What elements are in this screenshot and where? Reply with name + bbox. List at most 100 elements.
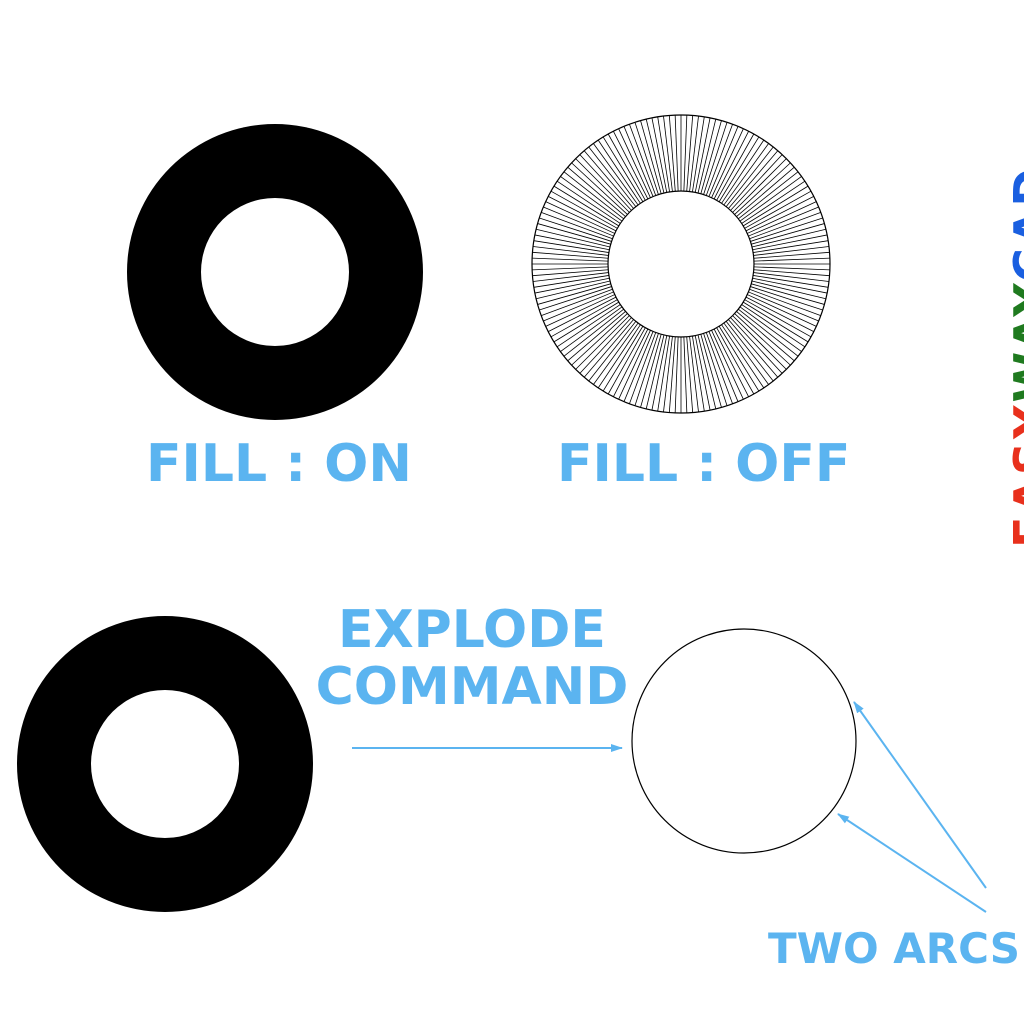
donut-before-explode-shape: [17, 616, 313, 912]
donut-fill-off-spoke: [629, 332, 657, 404]
donut-fill-off-spoke: [534, 234, 610, 251]
donut-fill-off-spoke: [750, 217, 823, 242]
donut-fill-off-spoke: [597, 139, 641, 204]
brand-logo: EASYWAYCAD: [1004, 165, 1024, 548]
donut-fill-off: [531, 114, 831, 414]
donut-fill-off-spoke: [705, 124, 733, 196]
donut-fill-off-spoke: [734, 313, 791, 366]
donut-fill-off-spoke: [629, 124, 657, 196]
explode-label-line1: EXPLODE: [338, 600, 606, 660]
donut-fill-off-spoke: [750, 286, 823, 311]
donut-fill-off-spoke: [571, 162, 628, 215]
donut-fill-off-spoke: [730, 154, 783, 211]
donut-fill-off-spoke: [663, 115, 673, 192]
donut-fill-off-spoke: [736, 311, 795, 362]
donut-fill-off-spoke: [640, 120, 662, 194]
donut-fill-off-spoke: [575, 315, 630, 370]
donut-fill-off-spoke: [725, 146, 774, 207]
donut-fill-off-spoke: [723, 322, 769, 385]
donut-fill-off-spoke: [753, 275, 829, 288]
donut-fill-off-spoke: [732, 158, 787, 213]
donut-fill-off-spoke: [532, 272, 609, 282]
donut-fill-off-spoke: [657, 336, 670, 412]
donut-fill-off-spoke: [539, 286, 612, 311]
donut-fill-off-spoke: [579, 154, 632, 211]
donut-fill-off-spoke: [749, 212, 821, 240]
donut-fill-off-spoke: [713, 131, 749, 200]
donut-fill-off-spoke: [744, 299, 812, 338]
donut-fill-off-spoke: [747, 201, 817, 234]
donut-fill-off-spoke: [651, 117, 668, 193]
donut-fill-off-spoke: [634, 122, 659, 195]
donut-fill-off-spoke: [668, 336, 676, 413]
donut-fill-off-spoke: [711, 128, 744, 198]
donut-fill-off-spoke: [694, 335, 711, 411]
donut-fill-off-spoke: [532, 251, 609, 259]
donut-fill-off-spoke: [721, 139, 765, 204]
donut-fill-off-spoke: [711, 330, 744, 400]
brand-cad: CAD: [1004, 165, 1024, 282]
donut-fill-off-spoke: [588, 146, 637, 207]
donut-fill-off-spoke: [536, 280, 611, 300]
donut-fill-off-spoke: [567, 311, 626, 362]
donut-fill-off-spoke: [663, 336, 673, 413]
donut-fill-off-spoke: [743, 185, 809, 227]
donut-fill-off-spoke: [583, 319, 634, 378]
donut-fill-off-spoke: [730, 317, 783, 374]
donut-fill-off-spoke: [689, 115, 699, 192]
donut-fill-off-spoke: [623, 126, 654, 197]
donut-fill-off-spoke: [700, 120, 722, 194]
donut-fill-off-spoke: [694, 117, 711, 193]
donut-fill-off-spoke: [668, 115, 676, 192]
explode-label-line2: COMMAND: [315, 657, 629, 718]
donut-fill-on: [127, 124, 423, 420]
donut-fill-off-spoke: [533, 240, 609, 253]
donut-fill-off-spoke: [697, 119, 717, 194]
donut-fill-off-spoke: [548, 296, 617, 332]
donut-fill-off-spoke: [683, 115, 688, 192]
donut-fill-off-spoke: [560, 306, 623, 352]
donut-fill-off-spoke: [748, 291, 819, 322]
donut-fill-off-spoke: [563, 171, 624, 220]
donut-fill-off-spoke: [686, 336, 694, 413]
donut-fill-off-spoke: [725, 321, 774, 382]
donut-fill-off-spoke: [623, 331, 654, 402]
donut-fill-off-spoke: [708, 331, 739, 402]
donut-fill-off-spoke: [607, 327, 646, 395]
brand-way: WAY: [1004, 281, 1024, 403]
donut-fill-off-spoke: [736, 166, 795, 217]
donut-fill-off-spoke: [548, 196, 617, 232]
arc-pointer-upper: [853, 701, 987, 889]
donut-fill-off-spoke: [545, 294, 615, 327]
donut-fill-off-spoke: [571, 313, 628, 366]
donut-fill-off-spoke: [550, 190, 618, 229]
donut-fill-off-spoke: [751, 223, 825, 245]
donut-fill-off-spoke: [716, 133, 755, 201]
fill-on-label: FILL : ON: [146, 434, 412, 494]
donut-fill-off-spoke: [618, 128, 651, 198]
donut-fill-off-spoke: [567, 166, 626, 217]
donut-fill-off-spoke: [613, 131, 649, 200]
donut-fill-off-spoke: [686, 115, 694, 192]
donut-fill-off-spoke: [553, 185, 619, 227]
donut-fill-off-spoke: [634, 333, 659, 406]
donut-fill-off-spoke: [749, 288, 821, 316]
donut-fill-off-spoke: [708, 126, 739, 197]
donut-fill-off-spoke: [689, 336, 699, 413]
donut-fill-off-spoke: [753, 269, 830, 277]
donut-fill-off-spoke: [753, 257, 830, 262]
donut-fill-off-spoke: [583, 150, 634, 209]
donut-fill-off-spoke: [593, 143, 639, 206]
donut-fill-off-spoke: [543, 206, 614, 237]
donut-fill-off-spoke: [728, 319, 779, 378]
donut-fill-off-spoke: [543, 291, 614, 322]
donut-fill-off-spoke: [752, 277, 828, 294]
donut-fill-off-spoke: [602, 136, 644, 202]
donut-fill-off-spoke: [536, 228, 611, 248]
donut-fill-off-spoke: [532, 266, 609, 271]
donut-fill-off-spoke: [579, 317, 632, 374]
donut-fill-off-spoke: [743, 301, 809, 343]
donut-fill-off-spoke: [703, 333, 728, 406]
donut-fill-off-spoke: [657, 116, 670, 192]
